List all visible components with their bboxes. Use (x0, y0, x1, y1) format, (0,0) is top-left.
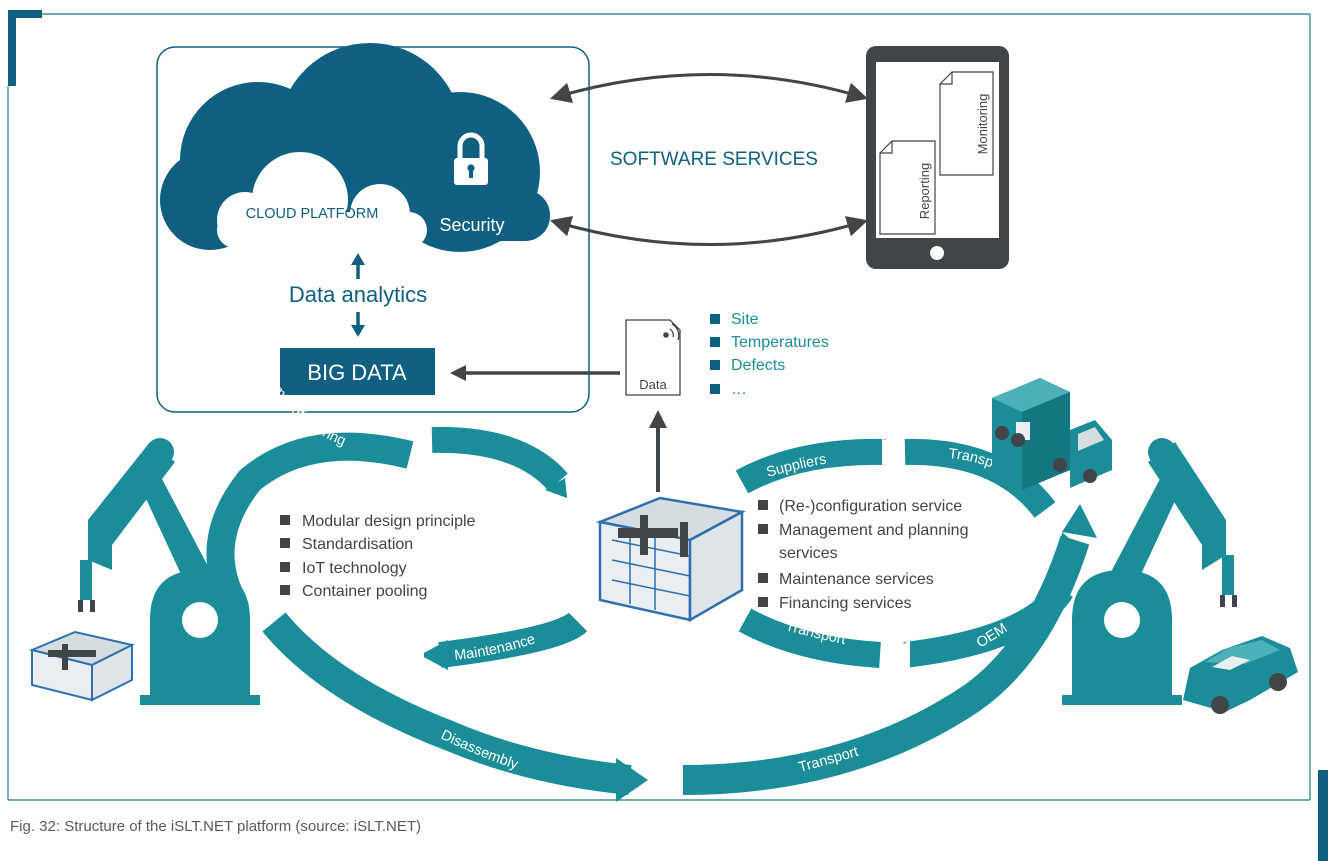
data-item-list: Site Temperatures Defects … (710, 311, 829, 398)
cloud-shape (160, 43, 550, 252)
container-rack-icon (595, 496, 746, 623)
services-arrow-top (549, 73, 869, 103)
data-item: Defects (731, 357, 785, 374)
analytics-down-arrow-icon (351, 312, 365, 337)
left-list-item: Container pooling (302, 583, 427, 600)
car-icon (1183, 636, 1298, 714)
list-bullet (758, 573, 768, 583)
container-to-data-arrow (649, 410, 667, 492)
right-list-item-continued: services (779, 545, 838, 562)
list-bullet (710, 360, 720, 370)
right-cycle (735, 438, 1080, 670)
data-item: Site (731, 311, 759, 328)
right-service-list: (Re-)configuration service Management an… (758, 498, 968, 612)
analytics-up-arrow-icon (351, 253, 365, 279)
left-feature-list: Modular design principle Standardisation… (280, 513, 476, 600)
robot-arm-icon (1062, 438, 1237, 705)
cloud-platform-label: CLOUD PLATFORM (246, 206, 379, 222)
data-analytics-label: Data analytics (289, 282, 427, 307)
software-services-label: SOFTWARE SERVICES (610, 149, 818, 170)
left-list-item: IoT technology (302, 560, 407, 577)
figure-caption: Fig. 32: Structure of the iSLT.NET platf… (10, 818, 421, 835)
list-bullet (280, 538, 290, 548)
data-to-bigdata-arrow (450, 365, 620, 381)
tablet-icon (866, 46, 1009, 269)
right-list-item: Financing services (779, 595, 912, 612)
big-data-label: BIG DATA (307, 360, 407, 385)
left-list-item: Standardisation (302, 536, 413, 553)
monitoring-doc-label: Monitoring (975, 94, 990, 155)
right-list-item: Maintenance services (779, 571, 934, 588)
list-bullet (710, 314, 720, 324)
lock-icon (454, 132, 488, 185)
small-container-icon (28, 630, 135, 702)
left-cycle (206, 426, 588, 670)
list-bullet (758, 524, 768, 534)
list-bullet (280, 585, 290, 595)
list-bullet (710, 384, 720, 394)
list-bullet (758, 597, 768, 607)
list-bullet (280, 515, 290, 525)
big-data-box (280, 348, 435, 395)
data-device-label: Data (639, 377, 667, 392)
truck-icon (992, 378, 1112, 490)
list-bullet (280, 562, 290, 572)
list-bullet (758, 500, 768, 510)
right-list-item: Management and planning (779, 522, 968, 539)
reporting-doc-label: Reporting (917, 163, 932, 219)
right-list-item: (Re-)configuration service (779, 498, 962, 515)
data-item: Temperatures (731, 334, 829, 351)
services-arrow-bottom (549, 216, 869, 246)
data-item: … (731, 381, 747, 398)
security-label: Security (439, 215, 504, 235)
robot-arm-icon (78, 438, 260, 705)
left-list-item: Modular design principle (302, 513, 476, 530)
frame (7, 10, 1328, 861)
list-bullet (710, 337, 720, 347)
data-device-icon (625, 319, 681, 396)
